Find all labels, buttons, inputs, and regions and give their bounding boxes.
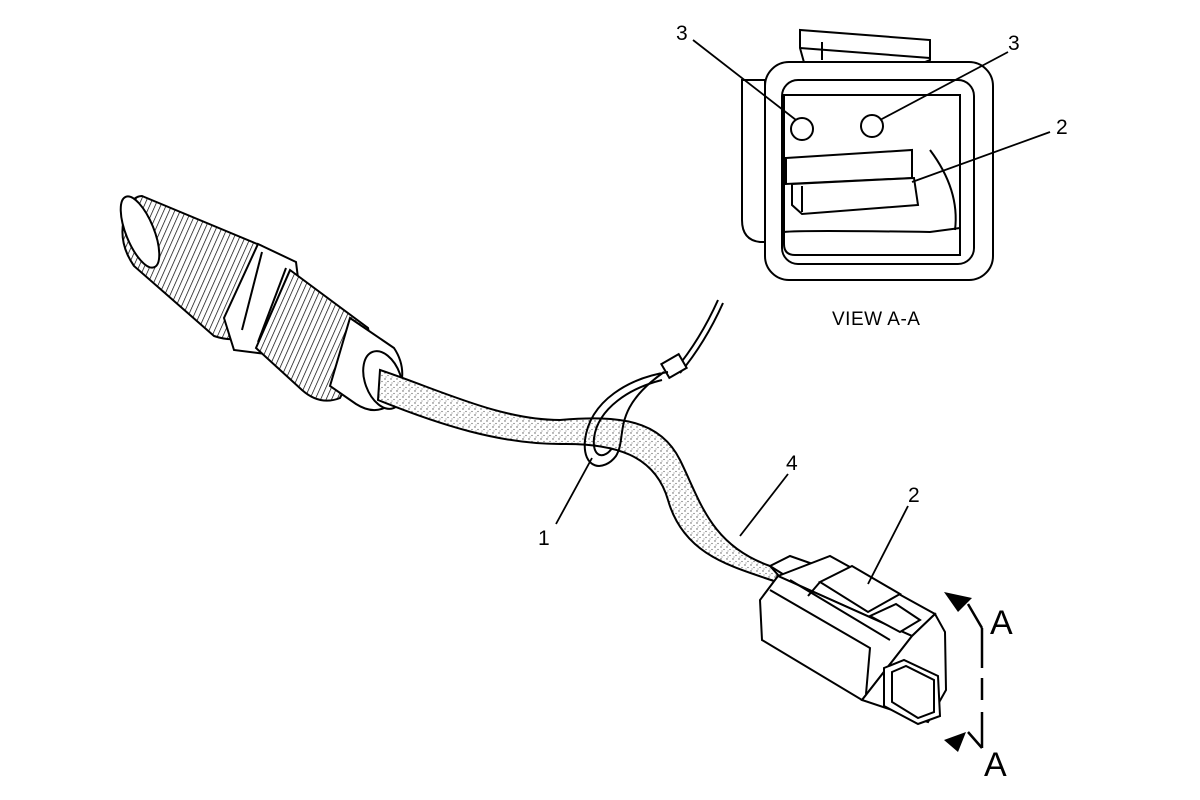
callout-view-latch: 2 <box>1056 116 1068 139</box>
view-title: VIEW A-A <box>832 309 920 330</box>
harness-cable <box>376 368 789 587</box>
connector <box>758 554 948 726</box>
callout-pin-right: 3 <box>1008 32 1020 55</box>
section-letter-bottom: A <box>984 746 1007 784</box>
section-line <box>966 603 984 749</box>
callout-pin-left: 3 <box>676 22 688 45</box>
leader-lines <box>555 39 1051 585</box>
magnetic-sensor <box>119 194 404 411</box>
callout-tie-strap: 1 <box>538 527 550 550</box>
view-a-a <box>741 28 994 281</box>
callout-harness: 4 <box>786 452 798 475</box>
section-arrow-top <box>944 592 972 612</box>
tie-strap <box>583 299 724 467</box>
section-arrow-bottom <box>944 732 966 752</box>
callout-connector: 2 <box>908 484 920 507</box>
section-letter-top: A <box>990 604 1013 642</box>
